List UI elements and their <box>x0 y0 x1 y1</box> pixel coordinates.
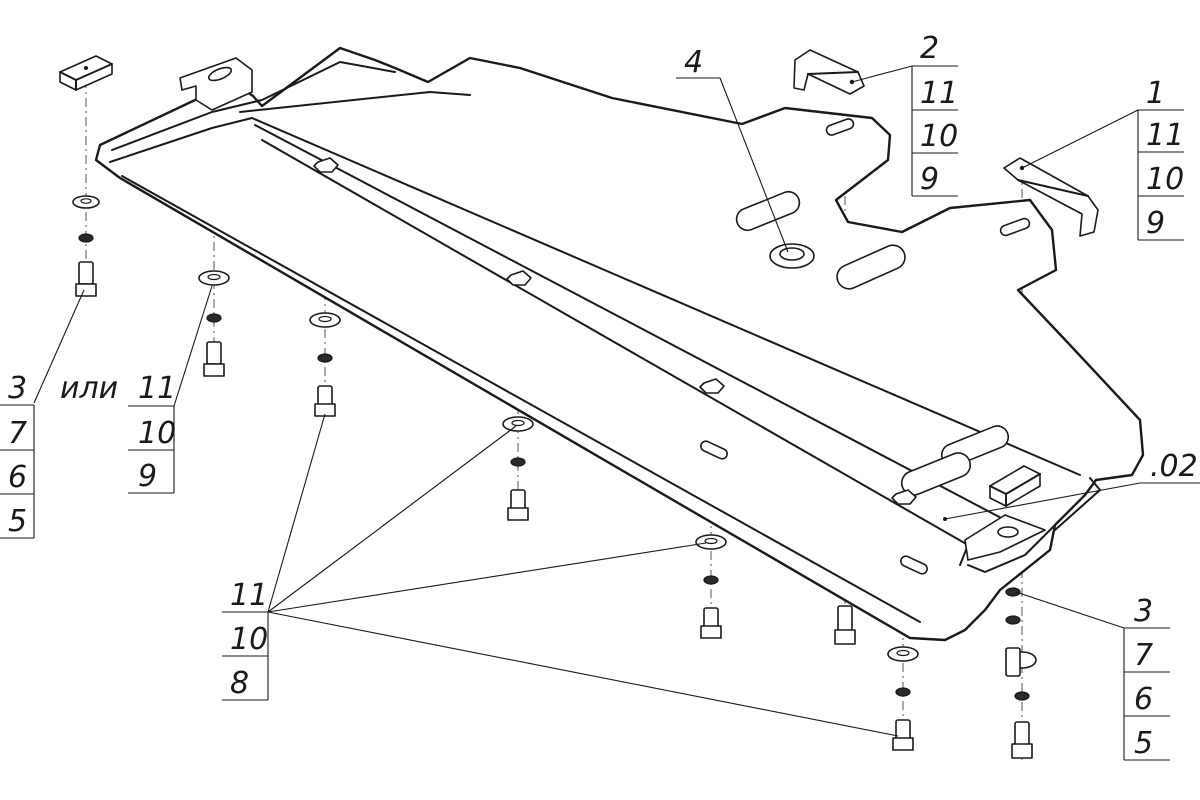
callout-label: 9 <box>1146 206 1165 241</box>
callout-label: 10 <box>920 119 958 154</box>
callout-label: 8 <box>230 666 249 701</box>
callout-label: 3 <box>1134 594 1153 629</box>
fastener-stack-4 <box>502 416 534 521</box>
fastener-stack-5 <box>695 534 727 639</box>
callout-top-left-stack: 3 7 6 5 <box>8 371 27 539</box>
callout-label: 6 <box>8 460 27 495</box>
fastener-stack-8 <box>1005 587 1037 759</box>
callout-label: 9 <box>138 459 157 494</box>
callout-label: 6 <box>1134 682 1153 717</box>
callout-label: 11 <box>230 578 268 613</box>
callout-item-4: 4 <box>684 45 703 80</box>
callout-label: 11 <box>138 371 176 406</box>
callout-label: 1 <box>1146 76 1165 111</box>
bracket-item-2 <box>793 49 865 95</box>
callout-label: 11 <box>920 76 958 111</box>
callout-label: 3 <box>8 371 27 406</box>
callout-bottom-right-stack: 3 7 6 5 <box>1134 594 1153 761</box>
callout-plate-label: .02 <box>1150 449 1198 484</box>
callout-label: 9 <box>920 162 939 197</box>
callout-label: 10 <box>138 416 176 451</box>
fastening-plate-top-left <box>59 55 113 91</box>
fastener-stack-3 <box>309 312 341 417</box>
callout-label: 7 <box>8 416 27 451</box>
callout-label: 10 <box>1146 162 1184 197</box>
callout-label: 10 <box>230 622 268 657</box>
fastener-stack-2 <box>198 270 230 377</box>
callout-label: 2 <box>920 31 939 66</box>
fastener-stack-7 <box>834 605 856 645</box>
callout-label: 7 <box>1134 638 1153 673</box>
protection-plate <box>94 46 1145 642</box>
callout-left-mid-stack: 11 10 9 <box>138 371 176 494</box>
callout-label: 5 <box>1134 726 1153 761</box>
fastener-stack-6 <box>887 646 919 751</box>
fastener-stack-1 <box>72 195 100 297</box>
callout-label: 5 <box>8 504 27 539</box>
or-text: или <box>60 371 118 406</box>
callout-bottom-left-stack: 11 10 8 <box>230 578 268 701</box>
callout-top-bracket-stack: 2 11 10 9 <box>920 31 958 197</box>
fastening-plate-front <box>989 465 1041 507</box>
callout-right-bracket-stack: 1 11 10 9 <box>1146 76 1184 241</box>
callout-label: 11 <box>1146 118 1184 153</box>
leader-lines <box>0 65 1200 761</box>
